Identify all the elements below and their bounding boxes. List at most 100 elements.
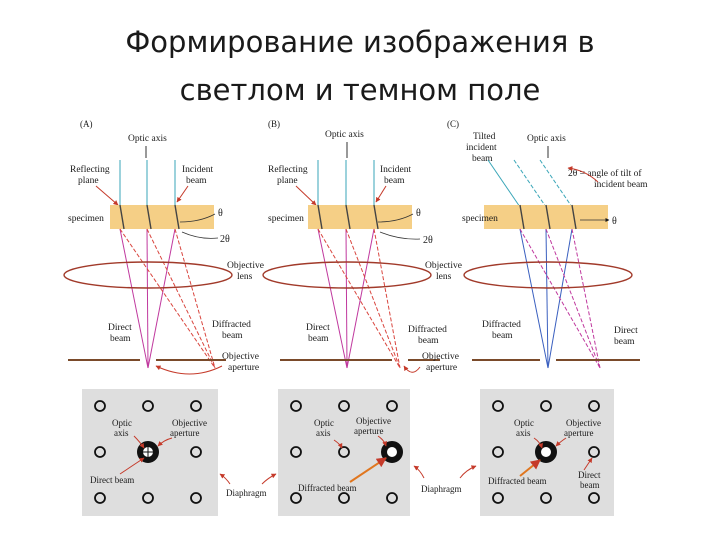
pattern-c-diffracted-arrow [519, 459, 541, 477]
panel-a-objective-lens [63, 261, 233, 289]
panel-b-objective-lens [262, 261, 432, 289]
pattern-b-objective-label-1: Objective [356, 416, 391, 426]
pattern-a-spot [190, 446, 202, 458]
panel-c-tilt-arrow [567, 166, 599, 183]
pattern-c-spot [540, 400, 552, 412]
panel-b-reflecting-label-2: plane [277, 176, 298, 186]
panel-a: (A) Optic axis Reflecting plane Incident… [63, 119, 264, 375]
pattern-b-spot [386, 400, 398, 412]
panel-b-incident-label-1: Incident [380, 165, 411, 175]
panel-a-specimen [110, 205, 214, 229]
panel-a-direct-ray-3 [147, 228, 176, 369]
panel-a-objective-label-1: Objective [227, 261, 264, 271]
pattern-b-optic-arrow [333, 439, 343, 449]
slide-title: Формирование изображения в светлом и тем… [0, 18, 720, 114]
panel-a-diffracted-label-1: Diffracted [212, 319, 251, 330]
diaphragm-arrow-left-2 [261, 473, 277, 485]
panel-a-plane-3 [174, 204, 180, 230]
panel-c-direct-ray-2 [545, 228, 601, 369]
panel-a-objective-label-2: lens [237, 272, 253, 282]
panel-c-tag: (C) [447, 119, 459, 129]
panel-a-incident-arrow [176, 185, 189, 203]
pattern-b-spot [338, 446, 350, 458]
pattern-a-objective-label-2: aperture [170, 428, 199, 438]
pattern-b-aperture-ring [381, 441, 403, 463]
pattern-c-optic-label-2: axis [516, 428, 531, 438]
pattern-a-optic-label-1: Optic [112, 418, 132, 428]
panel-b-plane-1 [317, 204, 323, 230]
pattern-b-spots [290, 400, 398, 504]
panel-a-tag: (A) [80, 119, 93, 129]
panel-b-aperture-label-1: Objective [422, 352, 459, 362]
panel-c: (C) Tilted incident beam Optic axis 2θ =… [447, 119, 648, 369]
panel-a-direct-label-2: beam [110, 334, 131, 344]
pattern-c: Optic axis Objective aperture Diffracted… [480, 389, 614, 516]
pattern-c-spot [540, 492, 552, 504]
panel-a-reflecting-arrow [95, 185, 119, 206]
panel-b: (B) Optic axis Reflecting plane Incident… [262, 119, 462, 373]
panel-a-diffracted-label-2: beam [222, 331, 243, 341]
title-line-1: Формирование изображения в [125, 25, 595, 59]
panel-b-diffracted-label-2: beam [418, 336, 439, 346]
pattern-a-spot [190, 492, 202, 504]
pattern-a-direct-label: Direct beam [90, 475, 134, 485]
pattern-b-spot [386, 492, 398, 504]
title-line-2: светлом и темном поле [179, 73, 541, 107]
panel-a-diffracted-ray-1 [119, 228, 216, 369]
pattern-c-optic-arrow [533, 437, 543, 449]
panel-c-direct-label-1: Direct [614, 326, 638, 336]
pattern-b-diffracted-arrow [349, 457, 387, 483]
pattern-c-objective-label-2: aperture [564, 428, 593, 438]
panel-c-diffracted-ray-2 [545, 228, 549, 369]
pattern-a-spot [142, 400, 154, 412]
panel-c-tilt-label-1: 2θ = angle of tilt of [568, 168, 642, 179]
pattern-c-objective-label-1: Objective [566, 418, 601, 428]
panel-c-diffracted-label-1: Diffracted [482, 319, 521, 330]
pattern-b-optic-label-1: Optic [314, 418, 334, 428]
panel-c-plane-2 [545, 204, 551, 230]
panel-b-plane-3 [373, 204, 379, 230]
panel-a-theta-arc [179, 213, 216, 223]
pattern-b-spot [290, 492, 302, 504]
panel-c-incident-ray-2 [513, 159, 547, 208]
pattern-b-spot [338, 492, 350, 504]
pattern-b-spot [290, 446, 302, 458]
pattern-b-objective-label-2: aperture [354, 426, 383, 436]
pattern-c-aperture-ring [535, 441, 557, 463]
pattern-a-objective-arrow [157, 437, 173, 447]
panel-a-plane-2 [146, 204, 152, 230]
panel-a-optic-axis-label: Optic axis [128, 134, 167, 144]
panel-c-plane-1 [519, 204, 525, 230]
panel-c-tilt-label-2: incident beam [594, 180, 648, 190]
pattern-b-objective-arrow [377, 435, 387, 447]
panel-b-reflecting-arrow [295, 185, 317, 206]
panel-c-direct-ray-1 [519, 228, 601, 369]
panel-a-diffracted-ray-3 [174, 228, 216, 369]
pattern-b-diffracted-label: Diffracted beam [298, 483, 357, 493]
diaphragm-arrow-left-1 [219, 473, 231, 485]
panel-b-diffracted-ray-3 [373, 228, 401, 369]
panel-a-aperture-arrow [155, 365, 223, 375]
diaphragm-arrow-right-2 [459, 465, 477, 479]
pattern-c-objective-arrow [555, 437, 567, 447]
pattern-c-spot [588, 446, 600, 458]
pattern-c-diffracted-label: Diffracted beam [488, 476, 547, 486]
panel-b-diffracted-ray-2 [345, 228, 401, 369]
pattern-a-spot [94, 446, 106, 458]
panel-c-tilted-label-1: Tilted [473, 132, 496, 142]
panel-c-tilted-label-3: beam [472, 154, 493, 164]
panel-b-specimen-label: specimen [268, 214, 304, 224]
panel-b-incident-label-2: beam [384, 176, 405, 186]
panel-a-plane-1 [119, 204, 125, 230]
panel-a-direct-ray-2 [146, 228, 149, 369]
pattern-c-direct-arrow [583, 457, 593, 471]
pattern-b-spot [290, 400, 302, 412]
panel-b-plane-2 [345, 204, 351, 230]
diaphragm-label-left: Diaphragm [226, 488, 267, 498]
panel-b-incident-arrow [375, 185, 387, 203]
pattern-c-direct-label-2: beam [580, 480, 600, 490]
panel-b-objective-label-2: lens [436, 272, 452, 282]
pattern-c-spots [492, 400, 600, 504]
panel-c-theta: θ [612, 216, 617, 227]
panel-c-optic-axis-label: Optic axis [527, 134, 566, 144]
